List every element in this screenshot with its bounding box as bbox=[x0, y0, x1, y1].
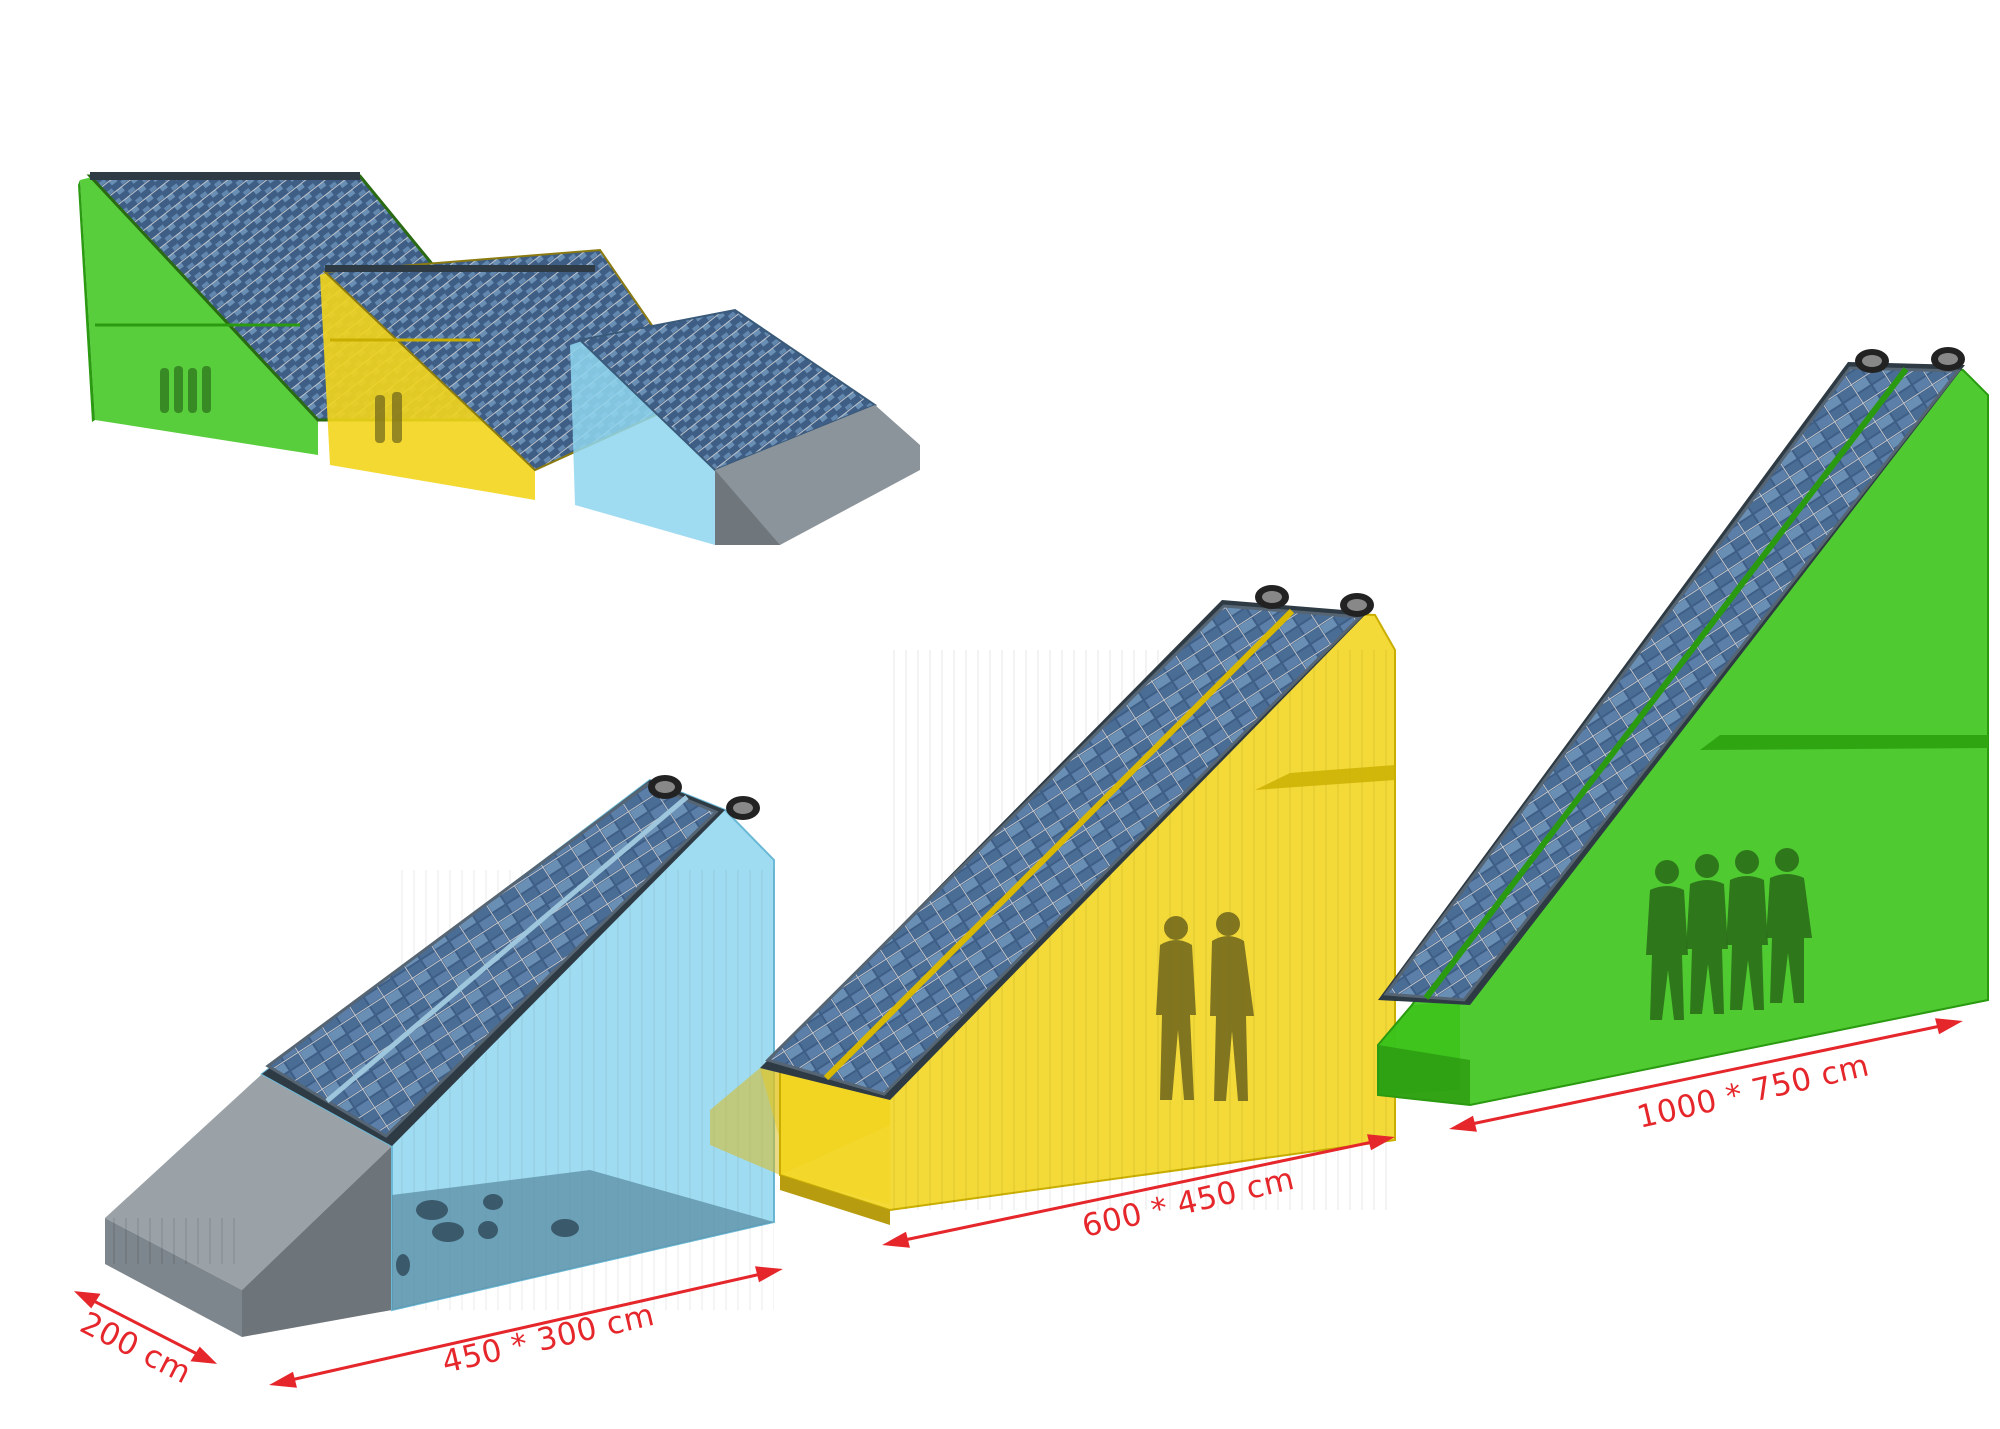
large-module-fans bbox=[1855, 347, 1965, 373]
overview-pair bbox=[375, 392, 402, 443]
dimension-line-large bbox=[1449, 1018, 1963, 1132]
small-module bbox=[105, 775, 775, 1337]
overview-people bbox=[160, 366, 211, 413]
depth-label: 200 cm bbox=[74, 1305, 197, 1391]
two-people bbox=[1156, 912, 1254, 1101]
small-module-fans bbox=[648, 775, 760, 820]
overview-small-module bbox=[570, 308, 920, 545]
medium-module-fans bbox=[1255, 585, 1374, 617]
large-module bbox=[1377, 347, 1989, 1107]
chickens bbox=[396, 1194, 579, 1276]
dimension-lines bbox=[73, 1018, 1963, 1388]
medium-module bbox=[710, 585, 1396, 1225]
four-people bbox=[1646, 848, 1812, 1020]
dimension-line-depth bbox=[73, 1291, 218, 1364]
overview-group bbox=[78, 172, 920, 545]
dimension-line-small bbox=[269, 1266, 783, 1388]
dimension-line-medium bbox=[882, 1134, 1395, 1248]
